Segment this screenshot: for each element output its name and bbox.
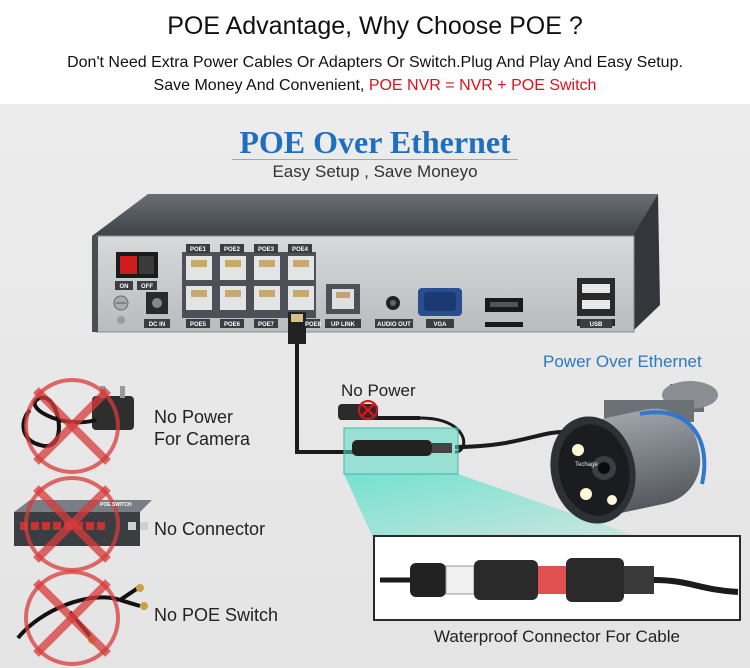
label-vga: VGA xyxy=(433,322,447,328)
no-power-label: No Power xyxy=(341,381,416,400)
power-adapter-icon xyxy=(21,378,134,474)
label-dc-in: DC IN xyxy=(149,322,165,328)
bullet-camera xyxy=(550,381,718,524)
port-label-poe4: POE4 xyxy=(292,247,309,253)
label-uplink: UP LINK xyxy=(331,322,356,328)
rj45-port xyxy=(186,286,212,310)
switch-port xyxy=(97,522,105,530)
camera-brand: Techage xyxy=(575,462,598,468)
left-item-3-label: No POE Switch xyxy=(154,605,278,625)
port-label-poe8: POE8 xyxy=(305,322,322,328)
zoom-beam xyxy=(344,474,648,540)
subline-2-highlight: POE NVR = NVR + POE Switch xyxy=(368,77,597,94)
dc-in-jack xyxy=(146,292,168,314)
subline-2-prefix: Save Money And Convenient, xyxy=(153,77,365,94)
label-on: ON xyxy=(120,284,129,290)
switch-port xyxy=(42,522,50,530)
switch-port xyxy=(53,522,61,530)
switch-port xyxy=(140,522,148,530)
connector-zoom-box xyxy=(373,535,741,621)
port-label-poe7: POE7 xyxy=(258,322,275,328)
switch-port xyxy=(128,522,136,530)
left-item-1-line2: For Camera xyxy=(154,429,251,449)
rj45-pins xyxy=(293,290,309,297)
switch-port xyxy=(86,522,94,530)
audio-out-jack xyxy=(386,296,400,310)
rj45-port xyxy=(288,256,314,280)
subline-1: Don't Need Extra Power Cables Or Adapter… xyxy=(67,54,683,71)
left-item-2-label: No Connector xyxy=(154,519,265,539)
label-audio-out: AUDIO OUT xyxy=(377,322,411,328)
headline: POE Advantage, Why Choose POE ? xyxy=(167,12,583,40)
switch-label: POE SWITCH xyxy=(100,502,132,508)
rj45-pins xyxy=(191,290,207,297)
no-power-x-icon xyxy=(338,400,378,420)
rj45-port xyxy=(254,256,280,280)
rj45-pins xyxy=(191,260,207,267)
rj45-port xyxy=(220,286,246,310)
label-usb: USB xyxy=(590,322,603,328)
rj45-port xyxy=(220,256,246,280)
port-label-poe3: POE3 xyxy=(258,247,275,253)
rj45-pins xyxy=(259,260,275,267)
label-off: OFF xyxy=(141,284,153,290)
nvr-recorder xyxy=(92,194,660,333)
power-switch xyxy=(116,252,158,278)
uplink-port xyxy=(326,284,360,314)
switch-port xyxy=(20,522,28,530)
rj45-pins xyxy=(225,290,241,297)
header-band xyxy=(0,0,750,104)
splitter-cable-icon xyxy=(16,570,148,666)
port-label-poe5: POE5 xyxy=(190,322,207,328)
rj45-port xyxy=(288,286,314,310)
rj45-port xyxy=(254,286,280,310)
title-divider xyxy=(232,159,518,160)
rj45-pins xyxy=(225,260,241,267)
connector-label: Waterproof Connector For Cable xyxy=(434,627,680,646)
ground-screw xyxy=(113,295,129,324)
rj45-pins xyxy=(259,290,275,297)
port-label-poe6: POE6 xyxy=(224,322,241,328)
diagram-subtitle: Easy Setup , Save Moneyo xyxy=(272,162,478,181)
port-label-poe2: POE2 xyxy=(224,247,241,253)
switch-port xyxy=(31,522,39,530)
inline-connector xyxy=(352,440,452,456)
hdmi-port xyxy=(485,298,523,327)
rj45-pins xyxy=(293,260,309,267)
vga-port xyxy=(418,288,462,316)
rj45-port xyxy=(186,256,212,280)
network-switch-icon xyxy=(14,476,152,572)
camera-label: Power Over Ethernet xyxy=(543,352,702,371)
port-label-poe1: POE1 xyxy=(190,247,207,253)
diagram-title: POE Over Ethernet xyxy=(239,124,511,160)
left-item-1-line1: No Power xyxy=(154,407,233,427)
subline-2: Save Money And Convenient, POE NVR = NVR… xyxy=(0,77,750,95)
